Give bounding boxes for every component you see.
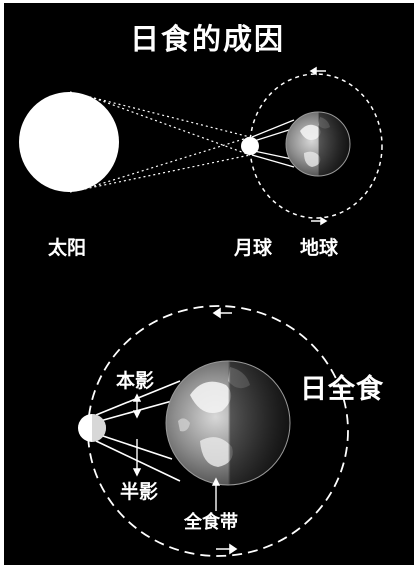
moon-icon	[241, 137, 259, 155]
eclipse-diagram	[19, 66, 383, 557]
moon-icon	[78, 414, 106, 442]
earth-icon	[285, 111, 351, 177]
earth-icon	[165, 360, 291, 486]
earth-label: 地球	[300, 237, 339, 259]
umbra-label: 本影	[116, 370, 155, 392]
orbit-arrow-icon	[212, 307, 238, 555]
sun-rays	[69, 91, 251, 193]
orbit-arrow-icon	[309, 66, 328, 226]
umbra-cone-top	[251, 119, 295, 168]
totality-band-pointer	[211, 477, 221, 511]
diagram-title: 日食的成因	[130, 22, 286, 56]
total-eclipse-label: 日全食	[300, 374, 384, 405]
penumbra-label: 半影	[120, 481, 159, 503]
penumbra-pointer	[132, 439, 142, 477]
moon-label: 月球	[234, 237, 273, 259]
sun-icon	[19, 92, 119, 192]
diagram-frame: 日食的成因 太阳 月球 地球 日全食 本影 半影 全食带	[4, 3, 414, 565]
totality-band-label: 全食带	[184, 512, 238, 533]
umbra-pointer	[132, 393, 142, 419]
sun-label: 太阳	[48, 237, 87, 259]
